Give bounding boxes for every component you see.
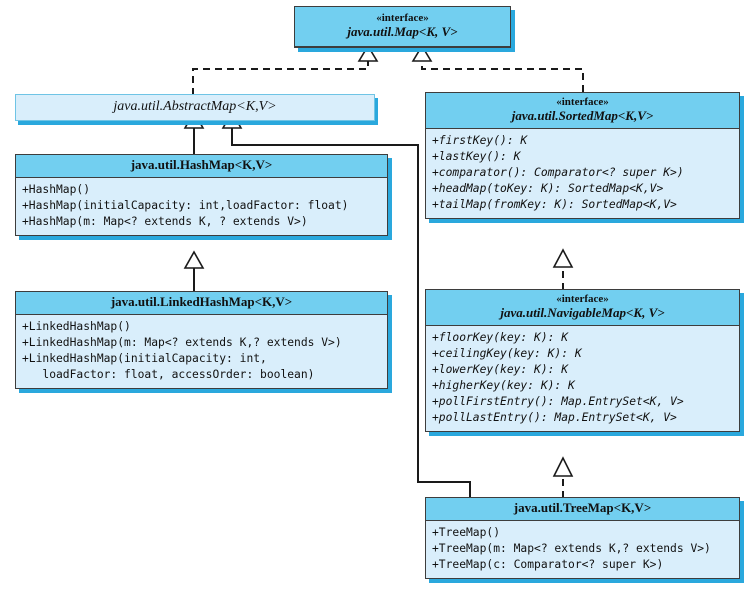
class-name-map: java.util.Map<K, V> xyxy=(347,23,458,39)
member-row: +HashMap(m: Map<? extends K, ? extends V… xyxy=(22,215,308,228)
edge-sortedmap-to-map xyxy=(411,44,584,92)
member-row: +TreeMap(m: Map<? extends K,? extends V>… xyxy=(432,541,711,555)
class-box-linkedhashmap[interactable]: java.util.LinkedHashMap<K,V> +LinkedHash… xyxy=(15,291,388,390)
member-row: +LinkedHashMap(initialCapacity: int, loa… xyxy=(22,352,315,382)
class-box-map[interactable]: «interface» java.util.Map<K, V> xyxy=(294,6,511,48)
member-row: +pollFirstEntry(): Map.EntrySet<K, V> xyxy=(432,394,684,408)
member-row: +HashMap(initialCapacity: int,loadFactor… xyxy=(22,198,349,212)
class-name-linkedhashmap: java.util.LinkedHashMap<K,V> xyxy=(110,294,293,309)
class-box-sortedmap[interactable]: «interface» java.util.SortedMap<K,V> +fi… xyxy=(425,92,740,219)
class-header-sortedmap: «interface» java.util.SortedMap<K,V> xyxy=(426,93,739,129)
stereotype-interface: «interface» xyxy=(556,293,609,305)
stereotype-interface: «interface» xyxy=(556,96,609,108)
class-members-treemap: +TreeMap() +TreeMap(m: Map<? extends K,?… xyxy=(426,520,739,579)
member-row: +lowerKey(key: K): K xyxy=(432,362,569,376)
member-row: +lastKey(): K xyxy=(432,149,521,163)
class-name-abstractmap: java.util.AbstractMap<K,V> xyxy=(113,99,277,114)
member-row: +comparator(): Comparator<? super K>) xyxy=(432,165,684,179)
class-box-treemap[interactable]: java.util.TreeMap<K,V> +TreeMap() +TreeM… xyxy=(425,497,740,580)
member-row: +firstKey(): K xyxy=(432,133,528,147)
edge-treemap-to-navigablemap xyxy=(552,456,574,498)
class-box-hashmap[interactable]: java.util.HashMap<K,V> +HashMap() +HashM… xyxy=(15,154,388,237)
member-row: +TreeMap() xyxy=(432,525,501,539)
class-header-linkedhashmap: java.util.LinkedHashMap<K,V> xyxy=(16,292,387,315)
member-row: +higherKey(key: K): K xyxy=(432,378,575,392)
member-row: +LinkedHashMap() xyxy=(22,319,131,333)
member-row: +floorKey(key: K): K xyxy=(432,330,569,344)
edge-navigablemap-to-sortedmap xyxy=(552,248,574,290)
class-box-navigablemap[interactable]: «interface» java.util.NavigableMap<K, V>… xyxy=(425,289,740,432)
class-members-linkedhashmap: +LinkedHashMap() +LinkedHashMap(m: Map<?… xyxy=(16,314,387,389)
class-header-hashmap: java.util.HashMap<K,V> xyxy=(16,155,387,178)
class-header-navigablemap: «interface» java.util.NavigableMap<K, V> xyxy=(426,290,739,326)
member-row: +ceilingKey(key: K): K xyxy=(432,346,582,360)
class-box-abstractmap[interactable]: java.util.AbstractMap<K,V> xyxy=(15,94,375,121)
member-row: +HashMap() xyxy=(22,182,91,196)
member-row: +headMap(toKey: K): SortedMap<K,V> xyxy=(432,181,664,195)
class-name-navigablemap: java.util.NavigableMap<K, V> xyxy=(500,304,665,320)
class-name-hashmap: java.util.HashMap<K,V> xyxy=(130,157,273,172)
edge-linkedhashmap-to-hashmap xyxy=(183,250,205,292)
class-name-treemap: java.util.TreeMap<K,V> xyxy=(513,500,652,515)
class-members-sortedmap: +firstKey(): K +lastKey(): K +comparator… xyxy=(426,128,739,218)
edge-abstractmap-to-map xyxy=(192,44,379,95)
member-row: +TreeMap(c: Comparator<? super K>) xyxy=(432,558,664,571)
class-header-treemap: java.util.TreeMap<K,V> xyxy=(426,498,739,521)
stereotype-interface: «interface» xyxy=(376,12,429,24)
class-members-navigablemap: +floorKey(key: K): K +ceilingKey(key: K)… xyxy=(426,325,739,431)
member-row: +LinkedHashMap(m: Map<? extends K,? exte… xyxy=(22,335,342,349)
class-members-hashmap: +HashMap() +HashMap(initialCapacity: int… xyxy=(16,177,387,236)
member-row: +pollLastEntry(): Map.EntrySet<K, V> xyxy=(432,410,677,424)
member-row: +tailMap(fromKey: K): SortedMap<K,V> xyxy=(432,197,677,211)
class-header-map: «interface» java.util.Map<K, V> xyxy=(295,7,510,47)
class-name-sortedmap: java.util.SortedMap<K,V> xyxy=(511,107,654,123)
